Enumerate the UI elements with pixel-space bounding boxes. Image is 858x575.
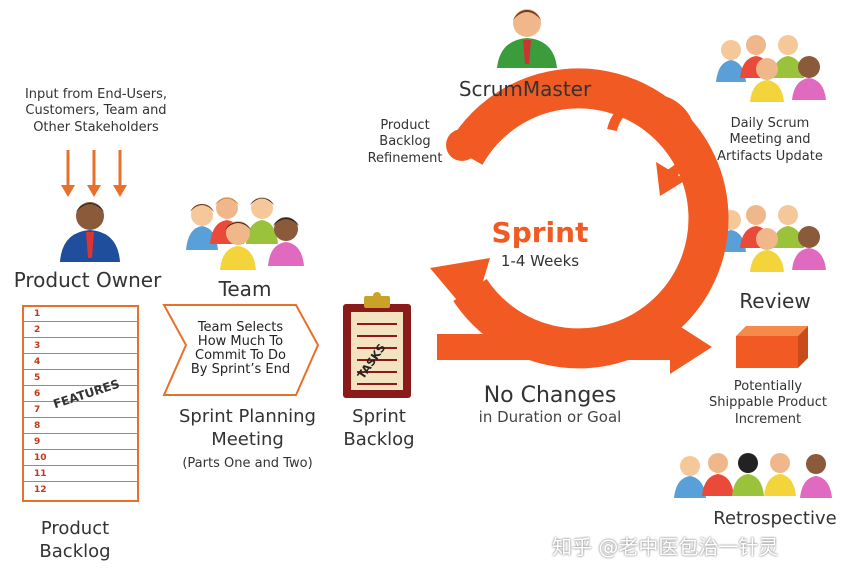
backlog-row: 10 xyxy=(24,451,137,466)
sprint-backlog-line-2: Backlog xyxy=(343,428,415,450)
product-increment-box xyxy=(736,326,808,368)
input-sources-text: Input from End-Users, Customers, Team an… xyxy=(8,87,184,136)
team-figures xyxy=(186,197,304,270)
daily-scrum-line-1: Daily Scrum xyxy=(730,116,810,131)
team-selects-line-4: By Sprint’s End xyxy=(190,362,291,377)
team-selects-line-2: How Much To xyxy=(197,334,284,349)
product-owner-figure xyxy=(60,202,120,262)
product-backlog-line-1: Product xyxy=(40,518,110,539)
backlog-row: 11 xyxy=(24,467,137,482)
sprint-planning-line-1: Sprint Planning xyxy=(179,406,316,427)
scrummaster-label: ScrumMaster xyxy=(458,77,592,101)
backlog-row: 9 xyxy=(24,435,137,450)
backlog-row: 2 xyxy=(24,323,137,338)
refinement-line-1: Product xyxy=(380,118,430,133)
review-figures xyxy=(716,205,826,272)
team-label: Team xyxy=(218,277,272,301)
backlog-row: 8 xyxy=(24,419,137,434)
sprint-planning-label: Sprint Planning Meeting xyxy=(160,406,335,451)
daily-scrum-figures xyxy=(716,35,826,102)
sprint-title: Sprint xyxy=(491,216,589,249)
watermark: 知乎 @老中医包治一针灵 xyxy=(552,535,779,559)
potentially-shippable-text: Potentially Shippable Product Increment xyxy=(698,379,838,428)
backlog-row: 4 xyxy=(24,355,137,370)
refinement-line-2: Backlog xyxy=(379,134,431,150)
sprint-backlog-line-1: Sprint xyxy=(352,406,406,427)
sprint-duration: 1-4 Weeks xyxy=(500,252,580,270)
input-line-3: Other Stakeholders xyxy=(33,119,159,135)
daily-scrum-line-3: Artifacts Update xyxy=(717,148,823,164)
backlog-row: 3 xyxy=(24,339,137,354)
team-selects-line-3: Commit To Do xyxy=(195,348,286,363)
backlog-row: 7 xyxy=(24,403,137,418)
no-changes-sub: in Duration or Goal xyxy=(478,408,622,426)
backlog-refinement-text: Product Backlog Refinement xyxy=(360,118,450,167)
sprint-planning-parts: (Parts One and Two) xyxy=(182,456,313,471)
daily-scrum-line-2: Meeting and xyxy=(729,132,811,148)
input-arrows xyxy=(61,150,127,197)
team-selects-line-1: Team Selects xyxy=(197,320,284,335)
no-changes-label: No Changes xyxy=(483,383,617,408)
backlog-row: 12 xyxy=(34,485,47,495)
product-owner-label: Product Owner xyxy=(13,268,162,292)
daily-scrum-text: Daily Scrum Meeting and Artifacts Update xyxy=(700,116,840,165)
backlog-row: 5 xyxy=(24,371,137,386)
sprint-planning-chevron xyxy=(162,304,320,396)
retrospective-label: Retrospective xyxy=(713,508,837,529)
product-backlog-label: Product Backlog xyxy=(10,518,140,563)
product-backlog-line-2: Backlog xyxy=(39,540,111,562)
input-line-2: Customers, Team and xyxy=(25,103,167,119)
sprint-backlog-clipboard xyxy=(343,292,411,398)
shippable-line-3: Increment xyxy=(734,411,802,427)
shippable-line-1: Potentially xyxy=(733,379,803,394)
shippable-line-2: Shippable Product xyxy=(709,395,827,411)
output-arrow xyxy=(437,320,712,374)
refinement-line-3: Refinement xyxy=(367,150,443,166)
sprint-planning-line-2: Meeting xyxy=(211,428,284,450)
review-label: Review xyxy=(739,289,811,313)
product-backlog-list: 1 2 3 4 5 6 7 8 9 10 11 12 FEATURES xyxy=(22,305,139,502)
scrummaster-figure xyxy=(497,9,557,68)
backlog-row: 1 xyxy=(24,307,137,322)
input-line-1: Input from End-Users, xyxy=(24,87,168,102)
retrospective-figures xyxy=(674,453,832,498)
backlog-row: 6 xyxy=(24,387,137,402)
team-selects-text: Team Selects How Much To Commit To Do By… xyxy=(178,321,303,377)
sprint-backlog-label: Sprint Backlog xyxy=(334,406,424,451)
